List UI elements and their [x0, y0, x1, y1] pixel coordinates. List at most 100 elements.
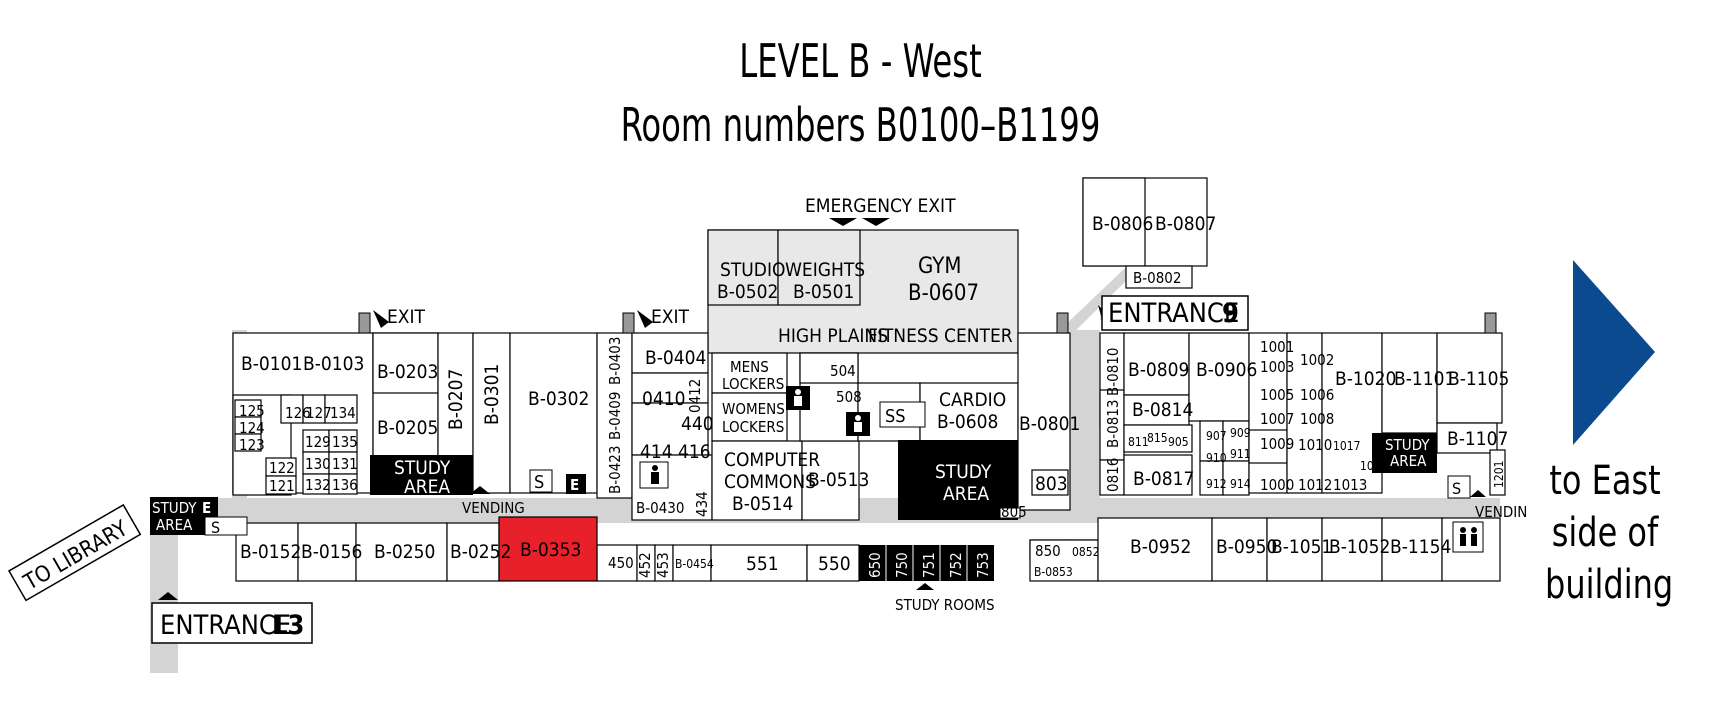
svg-text:B-0513: B-0513 — [808, 469, 869, 491]
high-plains-label: HIGH PLAINS — [778, 325, 888, 347]
svg-text:B-0103: B-0103 — [303, 353, 364, 375]
svg-text:1014: 1014 — [1360, 459, 1388, 473]
fitness-center-label: FITNESS CENTER — [868, 325, 1013, 347]
svg-text:B-1051: B-1051 — [1271, 536, 1332, 558]
svg-text:650: 650 — [866, 552, 884, 578]
study-area-left-label: STUDY — [394, 457, 451, 479]
east-wing — [1099, 332, 1506, 496]
svg-text:450: 450 — [608, 554, 634, 572]
svg-text:805: 805 — [1001, 503, 1027, 521]
svg-text:E: E — [202, 499, 211, 517]
svg-text:1003: 1003 — [1260, 358, 1294, 376]
svg-text:B-1105: B-1105 — [1448, 368, 1509, 390]
svg-text:B-0250: B-0250 — [374, 541, 435, 563]
svg-text:912: 912 — [1206, 477, 1227, 491]
svg-text:815: 815 — [1147, 431, 1168, 445]
svg-text:B-0302: B-0302 — [528, 388, 589, 410]
svg-text:B-0101: B-0101 — [241, 353, 302, 375]
svg-text:453: 453 — [654, 552, 672, 578]
svg-text:B-0301: B-0301 — [481, 364, 503, 425]
svg-text:1013: 1013 — [1333, 476, 1367, 494]
svg-text:125: 125 — [239, 402, 265, 420]
map-title: LEVEL B - West — [739, 34, 982, 88]
svg-text:440: 440 — [681, 413, 714, 435]
svg-text:CARDIO: CARDIO — [939, 389, 1006, 411]
svg-text:1010: 1010 — [1298, 436, 1332, 454]
svg-text:ENTRANCE: ENTRANCE — [1108, 298, 1239, 329]
svg-text:416: 416 — [678, 441, 711, 463]
svg-text:LOCKERS: LOCKERS — [722, 418, 784, 436]
svg-text:COMMONS: COMMONS — [724, 471, 816, 493]
entrance-9[interactable]: ENTRANCE 9 — [1101, 295, 1249, 331]
svg-text:B-1052: B-1052 — [1329, 536, 1390, 558]
svg-text:B-0607: B-0607 — [908, 281, 979, 306]
svg-text:1201: 1201 — [1492, 461, 1506, 488]
svg-text:751: 751 — [920, 552, 938, 578]
bottom-row — [235, 517, 1501, 582]
svg-text:911: 911 — [1230, 447, 1251, 461]
restroom-icon — [639, 386, 1484, 553]
to-library-sign[interactable]: TO LIBRARY — [7, 503, 142, 602]
svg-text:910: 910 — [1206, 451, 1227, 465]
svg-text:811: 811 — [1128, 435, 1149, 449]
svg-text:B-0802: B-0802 — [1133, 269, 1181, 287]
study-rooms-label: STUDY ROOMS — [895, 596, 995, 614]
highlighted-room-b0353[interactable] — [498, 516, 598, 582]
svg-text:504: 504 — [830, 362, 856, 380]
svg-text:121: 121 — [269, 477, 295, 495]
svg-text:452: 452 — [636, 552, 654, 578]
svg-text:GYM: GYM — [918, 254, 961, 279]
svg-text:AREA: AREA — [156, 516, 193, 534]
svg-text:S: S — [211, 518, 220, 537]
svg-text:1007: 1007 — [1260, 410, 1294, 428]
svg-text:0412: 0412 — [686, 379, 704, 413]
svg-text:B-0205: B-0205 — [377, 417, 438, 439]
study-area-east — [1372, 433, 1437, 473]
svg-text:132: 132 — [305, 476, 331, 494]
svg-text:B-0853: B-0853 — [1034, 565, 1073, 579]
svg-text:1000: 1000 — [1260, 476, 1294, 494]
svg-text:0852: 0852 — [1072, 545, 1099, 559]
svg-text:B-0502: B-0502 — [717, 281, 778, 303]
svg-text:B-0409: B-0409 — [606, 392, 624, 440]
emergency-exit-label: EMERGENCY EXIT — [805, 195, 956, 217]
entrance-l3[interactable]: ENTRANCE L3 — [151, 602, 313, 644]
svg-text:B-1107: B-1107 — [1447, 428, 1508, 450]
study-area-left — [370, 455, 473, 495]
svg-text:B-0801: B-0801 — [1019, 413, 1080, 435]
svg-text:753: 753 — [974, 552, 992, 578]
svg-text:L3: L3 — [272, 610, 304, 641]
svg-text:1002: 1002 — [1300, 351, 1334, 369]
svg-text:905: 905 — [1168, 435, 1189, 449]
svg-text:129: 129 — [305, 433, 331, 451]
svg-text:B-0817: B-0817 — [1133, 468, 1194, 490]
svg-text:1009: 1009 — [1260, 435, 1294, 453]
map-subtitle: Room numbers B0100–B1199 — [620, 98, 1101, 152]
svg-text:B-0252: B-0252 — [450, 541, 511, 563]
svg-text:B-0514: B-0514 — [732, 493, 793, 515]
svg-text:S: S — [1452, 479, 1461, 498]
svg-text:B-0152: B-0152 — [240, 541, 301, 563]
svg-text:B-0403: B-0403 — [606, 337, 624, 385]
svg-text:B-0353: B-0353 — [520, 539, 581, 561]
svg-text:B-0430: B-0430 — [636, 499, 684, 517]
svg-text:551: 551 — [746, 553, 779, 575]
svg-text:B-0423: B-0423 — [606, 446, 624, 494]
svg-text:0410: 0410 — [642, 388, 686, 410]
svg-text:B-0809: B-0809 — [1128, 359, 1189, 381]
svg-text:B-0806: B-0806 — [1092, 213, 1153, 235]
room-labels: B-0101 B-0103 125 124 123 126 127 134 12… — [239, 213, 1509, 579]
study-rooms-block — [859, 545, 994, 581]
svg-text:E: E — [570, 476, 579, 494]
svg-text:1012: 1012 — [1298, 476, 1332, 494]
svg-text:B-0156: B-0156 — [301, 541, 362, 563]
stairs-icon: S SS S S — [204, 401, 1471, 537]
svg-text:122: 122 — [269, 459, 295, 477]
svg-text:1008: 1008 — [1300, 410, 1334, 428]
east-arrow-icon[interactable] — [1573, 260, 1655, 445]
svg-text:126: 126 — [285, 404, 311, 422]
svg-text:S: S — [534, 472, 544, 493]
svg-text:B-0608: B-0608 — [937, 411, 998, 433]
svg-text:B-0501: B-0501 — [793, 281, 854, 303]
svg-text:LOCKERS: LOCKERS — [722, 375, 784, 393]
